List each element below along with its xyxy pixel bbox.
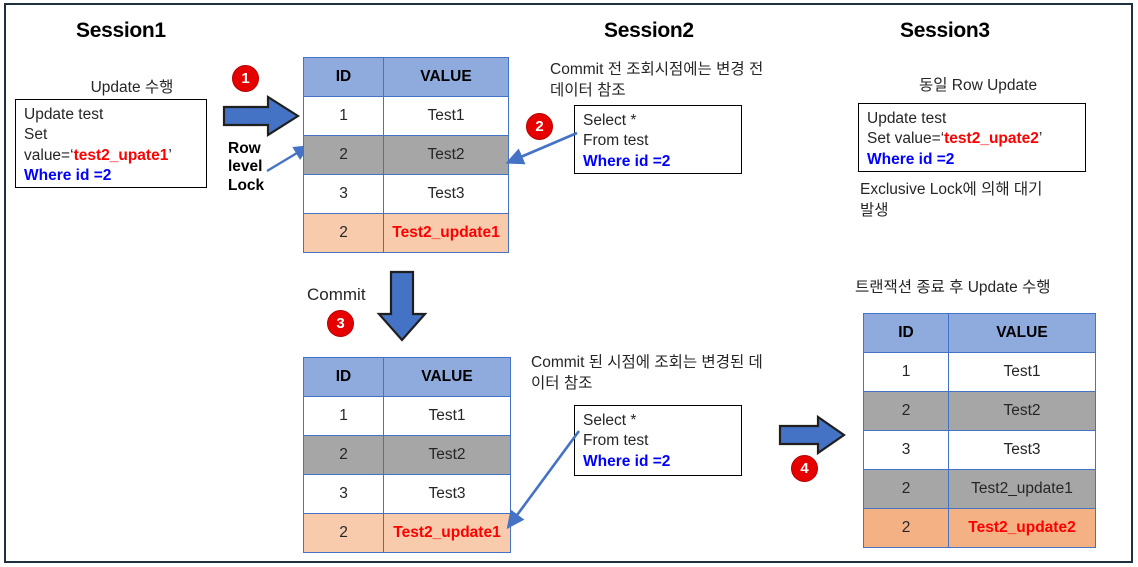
session3-title: Session3 [900, 19, 990, 42]
cell-value: Test2 [383, 135, 509, 175]
cell-id: 1 [303, 396, 384, 436]
session3-caption-wait: Exclusive Lock에 의해 대기 발생 [860, 181, 1043, 219]
table-row: 3 Test3 [303, 174, 509, 214]
cell-id: 1 [303, 96, 384, 136]
cell-value: Test3 [383, 474, 511, 514]
session1-sql-line2: Set [24, 126, 48, 144]
table-header-row: ID VALUE [303, 57, 509, 97]
session3-sql-literal: test2_upate2 [944, 130, 1039, 148]
commit-label: Commit [307, 285, 366, 304]
table-row: 2 Test2_update1 [303, 213, 509, 253]
table-row: 2 Test2 [303, 135, 509, 175]
session2-sql-bottom-where: Where id =2 [583, 452, 671, 470]
session2-title: Session2 [604, 19, 694, 42]
cell-value: Test2 [383, 435, 511, 475]
session2-sql-box-bottom: Select * From test Where id =2 [574, 405, 742, 476]
session1-sql-line1: Update test [24, 106, 104, 123]
cell-value: Test3 [383, 174, 509, 214]
step-badge-2: 2 [526, 113, 553, 140]
table-row: 1 Test1 [303, 96, 509, 136]
table-row: 2 Test2 [303, 435, 511, 475]
session1-table-committed: ID VALUE 1 Test1 2 Test2 3 Test3 2 Test2… [303, 357, 511, 553]
session3-caption-top: 동일 Row Update [918, 77, 1038, 94]
cell-id: 2 [863, 391, 949, 431]
table-row: 2 Test2 [863, 391, 1096, 431]
session3-sql-line2-prefix: Set value= [867, 130, 941, 148]
cell-id: 3 [863, 430, 949, 470]
step-badge-1: 1 [232, 65, 259, 92]
table-row: 3 Test3 [863, 430, 1096, 470]
arrow-down-commit [375, 270, 429, 342]
arrow-right-step1 [222, 95, 301, 137]
cell-value: Test2_update1 [383, 513, 511, 553]
cell-value: Test2_update1 [948, 469, 1096, 509]
cell-value: Test2 [948, 391, 1096, 431]
arrow-right-step4 [778, 414, 846, 456]
session2-sql-box-top: Select * From test Where id =2 [574, 105, 742, 174]
col-header-value: VALUE [383, 357, 511, 397]
table-row: 3 Test3 [303, 474, 511, 514]
session3-caption-result: 트랜잭션 종료 후 Update 수행 [855, 279, 1051, 296]
session2-sql-bottom-line1: Select * [583, 412, 637, 429]
session1-caption: Update 수행 [90, 79, 174, 96]
cell-id: 2 [303, 213, 384, 253]
cell-id: 2 [863, 508, 949, 548]
session1-sql-line3: value=‘test2_upate1’ [24, 146, 172, 164]
col-header-value: VALUE [383, 57, 509, 97]
session3-sql-where: Where id =2 [867, 150, 955, 168]
arrow-select-to-updated-row [503, 425, 583, 535]
session2-sql-top-line2: From test [583, 132, 649, 150]
table-row: 1 Test1 [863, 352, 1096, 392]
cell-id: 2 [303, 513, 384, 553]
row-level-lock-label: Row level Lock [228, 140, 265, 194]
col-header-value: VALUE [948, 313, 1096, 353]
session2-sql-top-where: Where id =2 [583, 152, 671, 170]
session2-sql-top-line1: Select * [583, 112, 637, 129]
table-header-row: ID VALUE [863, 313, 1096, 353]
cell-id: 2 [863, 469, 949, 509]
cell-value: Test1 [948, 352, 1096, 392]
cell-value: Test2_update2 [948, 508, 1096, 548]
col-header-id: ID [863, 313, 949, 353]
table-row: 2 Test2_update1 [863, 469, 1096, 509]
col-header-id: ID [303, 357, 384, 397]
session3-sql-line1: Update test [867, 110, 947, 127]
cell-id: 3 [303, 474, 384, 514]
session1-sql-literal: test2_upate1 [73, 146, 169, 164]
cell-id: 2 [303, 435, 384, 475]
table-row: 2 Test2_update1 [303, 513, 511, 553]
cell-id: 1 [863, 352, 949, 392]
session1-sql-box: Update test Set value=‘test2_upate1’ Whe… [15, 99, 207, 188]
session1-table-uncommitted: ID VALUE 1 Test1 2 Test2 3 Test3 2 Test2… [303, 57, 509, 253]
step-badge-4: 4 [791, 455, 818, 482]
session3-sql-line2: Set value=‘test2_upate2’ [867, 130, 1043, 148]
cell-value: Test3 [948, 430, 1096, 470]
table-header-row: ID VALUE [303, 357, 511, 397]
table-row: 2 Test2_update2 [863, 508, 1096, 548]
session1-sql-line3-prefix: value= [24, 146, 71, 164]
step-badge-3: 3 [327, 310, 354, 337]
cell-value: Test1 [383, 396, 511, 436]
cell-id: 2 [303, 135, 384, 175]
table-row: 1 Test1 [303, 396, 511, 436]
cell-value: Test2_update1 [383, 213, 509, 253]
session2-caption-bottom: Commit 된 시점에 조회는 변경된 데 이터 참조 [531, 354, 763, 392]
session3-sql-box: Update test Set value=‘test2_upate2’ Whe… [858, 103, 1086, 172]
col-header-id: ID [303, 57, 384, 97]
session2-caption-top: Commit 전 조회시점에는 변경 전 데이터 참조 [550, 61, 764, 99]
session3-table-result: ID VALUE 1 Test1 2 Test2 3 Test3 2 Test2… [863, 313, 1096, 548]
cell-id: 3 [303, 174, 384, 214]
session2-sql-bottom-line2: From test [583, 432, 649, 450]
cell-value: Test1 [383, 96, 509, 136]
session1-title: Session1 [76, 19, 166, 42]
session1-sql-where: Where id =2 [24, 167, 112, 185]
